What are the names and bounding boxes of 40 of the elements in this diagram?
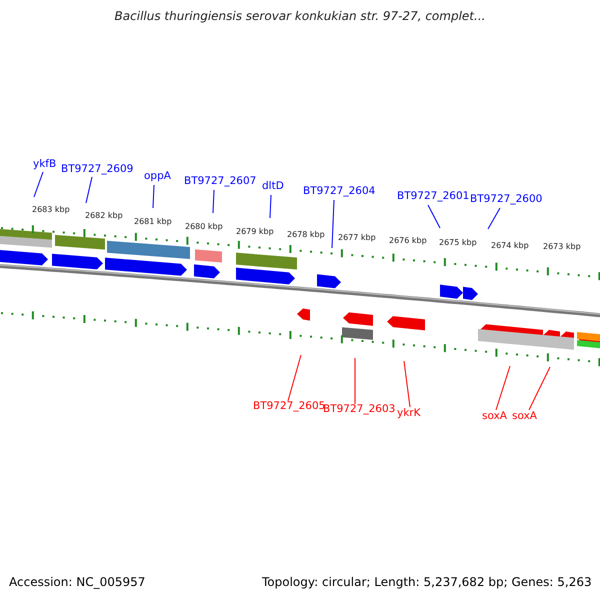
leader-line [404,360,410,408]
scale-label: 2679 kbp [235,228,275,236]
leader-line [152,184,154,208]
scale-label: 2681 kbp [133,218,173,226]
footer-text: Accession: NC_005957 [9,576,146,588]
scale-label: 2680 kbp [184,223,224,231]
scale-label: 2675 kbp [438,239,478,247]
gene-label: ykrK [397,408,420,418]
gene-label: BT9727_2601 [397,191,470,202]
scale-label: 2676 kbp [388,237,428,245]
title: Bacillus thuringiensis serovar konkukian str. 97-27, complet... [114,10,486,22]
gene-label: oppA [144,171,171,182]
leader-line [270,194,272,218]
gene-label: dltD [262,181,284,192]
leader-line [354,358,356,404]
scale-label: 2683 kbp [31,206,71,214]
gene-label: BT9727_2600 [470,194,542,204]
leader-line [428,204,440,228]
scale-label: 2677 kbp [337,234,377,242]
gene-label: soxA [482,411,507,422]
scale-label: 2682 kbp [84,212,124,220]
footer-text: Topology: circular; Length: 5,237,682 bp; Genes: 5,263 [262,576,592,588]
gene-label: BT9727_2607 [184,176,256,186]
leader-line [496,366,510,410]
leader-line [86,176,92,204]
gene-label: soxA [512,411,537,422]
scale-label: 2673 kbp [542,243,582,251]
gene-label: BT9727_2609 [61,164,134,174]
gene-label: BT9727_2605 [253,401,326,412]
leader-line [332,200,334,248]
gene-label: ykfB [33,159,56,170]
leader-line [488,208,500,230]
leader-line [288,354,302,402]
leader-line [212,190,214,214]
gene-label: BT9727_2603 [323,404,396,414]
scale-label: 2678 kbp [286,231,326,239]
leader-line [528,366,550,410]
scale-label: 2674 kbp [490,242,530,250]
leader-line [34,172,44,198]
gene-label: BT9727_2604 [303,186,376,196]
